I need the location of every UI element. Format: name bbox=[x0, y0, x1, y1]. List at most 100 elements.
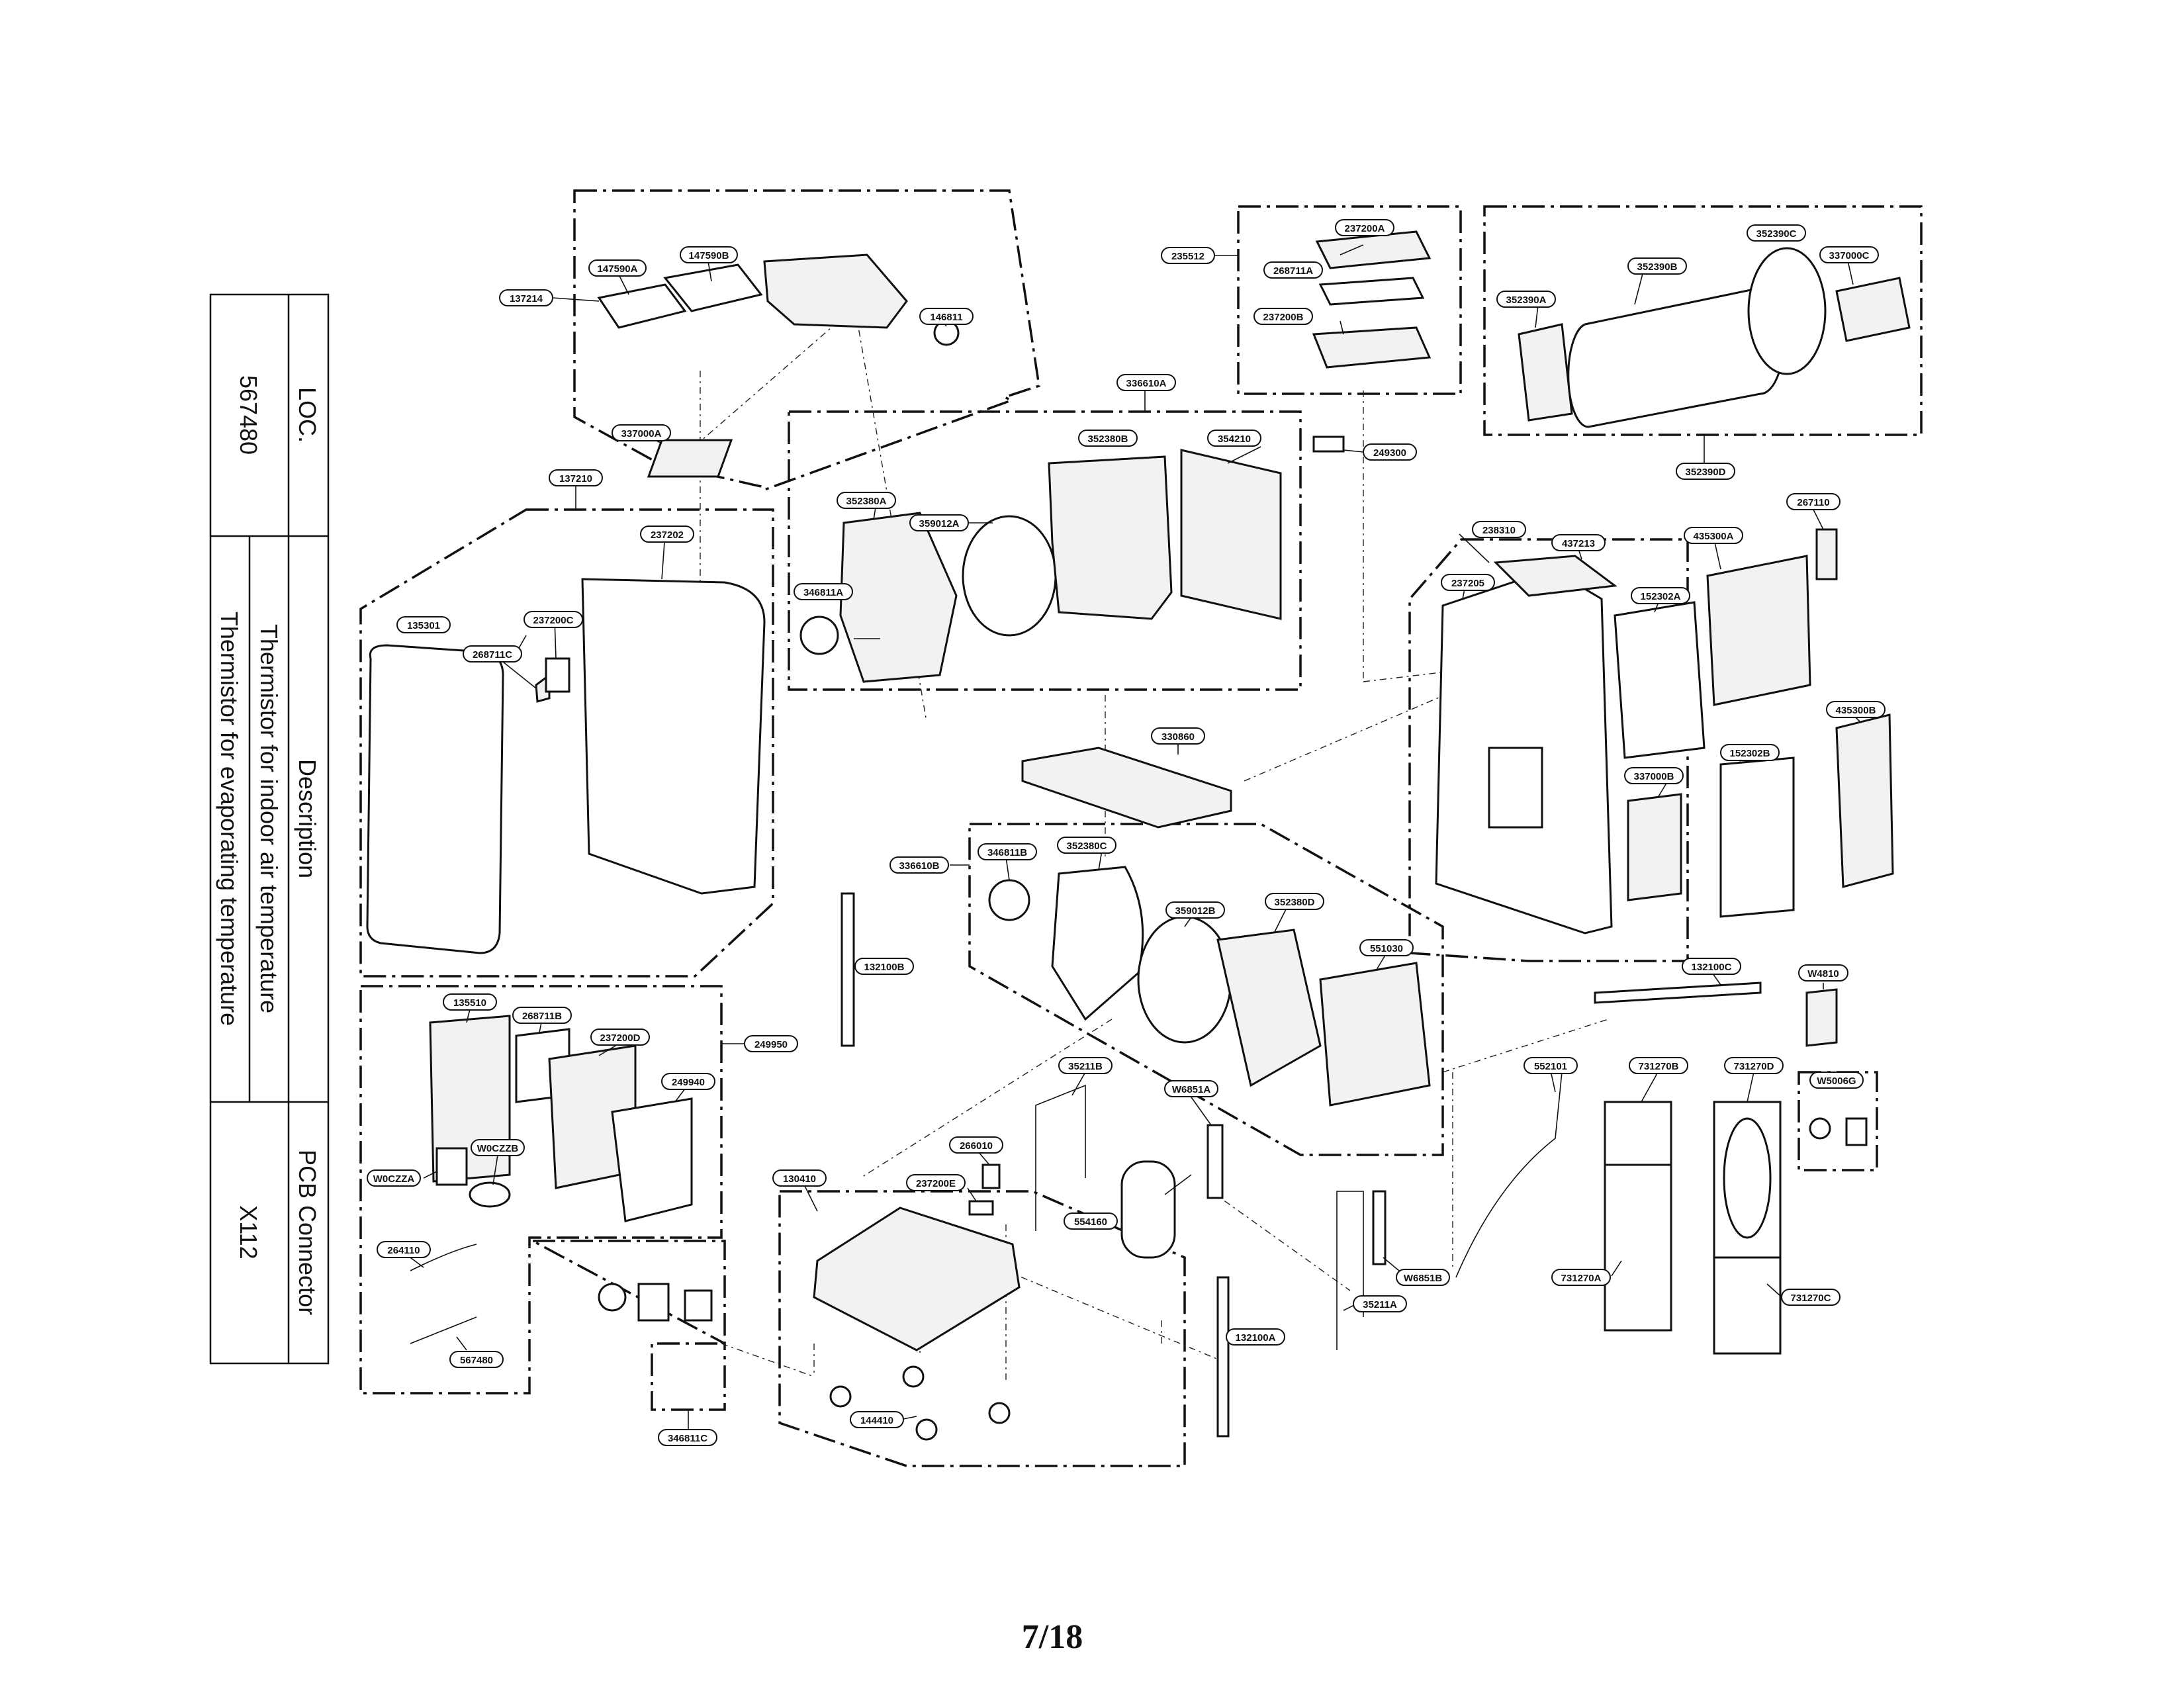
svg-text:554160: 554160 bbox=[1074, 1216, 1107, 1228]
part-shape-132100C bbox=[1594, 982, 1762, 1004]
part-shape-554160-compressor bbox=[1120, 1160, 1176, 1259]
svg-text:352390A: 352390A bbox=[1506, 295, 1547, 306]
svg-text:352390C: 352390C bbox=[1756, 228, 1797, 240]
svg-text:130410: 130410 bbox=[783, 1173, 816, 1185]
part-shape-144410-caster-2 bbox=[902, 1365, 925, 1388]
part-shape-130410-base-pan bbox=[813, 1207, 1021, 1351]
part-shape-437213 bbox=[1493, 555, 1617, 597]
part-shape-132100A bbox=[1216, 1276, 1230, 1438]
svg-text:249940: 249940 bbox=[672, 1077, 705, 1088]
svg-text:354210: 354210 bbox=[1218, 434, 1251, 445]
callout-W0CZZA: W0CZZA bbox=[367, 1169, 421, 1187]
callout-337000A: 337000A bbox=[612, 424, 671, 441]
drain-pump-group-box bbox=[532, 1240, 726, 1411]
svg-text:144410: 144410 bbox=[860, 1415, 893, 1426]
svg-text:237200B: 237200B bbox=[1263, 312, 1304, 323]
electrical-group-box bbox=[359, 985, 723, 1394]
svg-text:237202: 237202 bbox=[651, 529, 684, 541]
svg-text:268711A: 268711A bbox=[1273, 265, 1313, 277]
part-shape-435300B bbox=[1835, 713, 1894, 888]
part-shape-266010 bbox=[981, 1164, 1001, 1189]
part-shape-144410-caster-3 bbox=[915, 1418, 938, 1441]
callout-146811: 146811 bbox=[919, 308, 974, 325]
callout-237200B: 237200B bbox=[1253, 308, 1313, 325]
part-shape-731270D-cutout bbox=[1723, 1117, 1772, 1239]
svg-text:346811B: 346811B bbox=[987, 847, 1027, 858]
part-shape-35211B bbox=[1035, 1084, 1086, 1231]
svg-text:137210: 137210 bbox=[559, 473, 592, 484]
callout-W5006G: W5006G bbox=[1809, 1072, 1864, 1089]
callout-354210: 354210 bbox=[1207, 430, 1261, 447]
callout-249300: 249300 bbox=[1363, 443, 1417, 461]
callout-237202: 237202 bbox=[640, 526, 694, 543]
part-shape-346811C-pump bbox=[637, 1283, 670, 1322]
part-shape-249300 bbox=[1312, 435, 1345, 453]
callout-731270D: 731270D bbox=[1724, 1057, 1784, 1074]
callout-35211B: 35211B bbox=[1058, 1057, 1113, 1074]
part-shape-268711A bbox=[1318, 277, 1425, 306]
svg-text:731270C: 731270C bbox=[1791, 1293, 1831, 1304]
part-shape-337000A-grille bbox=[647, 439, 733, 478]
callout-147590B: 147590B bbox=[680, 246, 738, 263]
svg-text:264110: 264110 bbox=[387, 1245, 420, 1256]
part-shape-352380A bbox=[839, 512, 958, 683]
callout-346811A: 346811A bbox=[794, 583, 853, 600]
part-shape-352390C bbox=[1747, 247, 1827, 375]
part-shape-337000B bbox=[1627, 793, 1682, 901]
part-shape-152302A bbox=[1614, 601, 1706, 759]
svg-text:551030: 551030 bbox=[1370, 943, 1403, 954]
callout-264110: 264110 bbox=[377, 1241, 431, 1258]
part-shape-352380B bbox=[1048, 455, 1173, 620]
callout-249950: 249950 bbox=[744, 1035, 798, 1052]
callout-152302A: 152302A bbox=[1631, 587, 1690, 604]
part-shape-359012A bbox=[962, 515, 1057, 637]
callout-336610B: 336610B bbox=[889, 856, 949, 874]
svg-text:346811A: 346811A bbox=[803, 587, 843, 598]
callout-237200E: 237200E bbox=[906, 1174, 966, 1191]
part-shape-731270A bbox=[1604, 1164, 1672, 1332]
svg-text:567480: 567480 bbox=[460, 1355, 493, 1366]
svg-text:132100C: 132100C bbox=[1692, 962, 1732, 973]
callout-130410: 130410 bbox=[772, 1169, 827, 1187]
callout-552101: 552101 bbox=[1524, 1057, 1578, 1074]
callout-352380D: 352380D bbox=[1265, 893, 1324, 910]
svg-text:359012A: 359012A bbox=[919, 518, 960, 529]
svg-text:268711B: 268711B bbox=[522, 1011, 562, 1022]
svg-text:W4810: W4810 bbox=[1807, 968, 1839, 980]
callout-352390D: 352390D bbox=[1676, 463, 1735, 480]
svg-text:352380D: 352380D bbox=[1275, 897, 1315, 908]
callout-147590A: 147590A bbox=[588, 259, 647, 277]
svg-text:435300A: 435300A bbox=[1694, 531, 1734, 542]
part-callouts: 137214 147590A 147590B 146811 337000A 23… bbox=[367, 219, 1886, 1446]
svg-text:337000B: 337000B bbox=[1634, 771, 1674, 782]
svg-text:238310: 238310 bbox=[1482, 525, 1516, 536]
part-shape-264110 bbox=[410, 1244, 477, 1271]
svg-text:249950: 249950 bbox=[754, 1039, 788, 1050]
part-shape-144410-caster-1 bbox=[829, 1385, 852, 1408]
callout-135301: 135301 bbox=[396, 616, 451, 633]
legend-cell-pcb-connector: X112 bbox=[235, 1205, 262, 1259]
part-shape-567480 bbox=[410, 1316, 477, 1344]
part-shape-W0CZZA bbox=[435, 1147, 468, 1186]
svg-text:237200A: 237200A bbox=[1345, 223, 1385, 234]
svg-text:346811C: 346811C bbox=[668, 1433, 707, 1444]
legend-header-pcb-connector: PCB Connector bbox=[294, 1150, 321, 1315]
part-shape-W0CZZB bbox=[469, 1181, 511, 1208]
callout-437213: 437213 bbox=[1551, 534, 1606, 551]
svg-text:W6851A: W6851A bbox=[1172, 1084, 1211, 1095]
part-shape-346811A bbox=[799, 616, 839, 655]
callout-435300B: 435300B bbox=[1826, 701, 1886, 718]
part-shape-W5006G-bracket bbox=[1845, 1117, 1868, 1146]
part-shape-330860 bbox=[1021, 747, 1232, 829]
svg-text:437213: 437213 bbox=[1562, 538, 1595, 549]
part-shape-337000C bbox=[1835, 277, 1911, 342]
callout-W6851B: W6851B bbox=[1396, 1269, 1450, 1286]
svg-text:35211A: 35211A bbox=[1363, 1299, 1397, 1310]
part-shape-352380D bbox=[1216, 929, 1322, 1087]
part-shape-346811B bbox=[988, 879, 1030, 921]
control-panel-group-box bbox=[1237, 205, 1462, 395]
callout-359012B: 359012B bbox=[1165, 901, 1225, 919]
part-shape-top-panel bbox=[763, 253, 908, 329]
callout-268711C: 268711C bbox=[463, 645, 522, 663]
legend-header-loc: LOC. bbox=[294, 387, 321, 443]
